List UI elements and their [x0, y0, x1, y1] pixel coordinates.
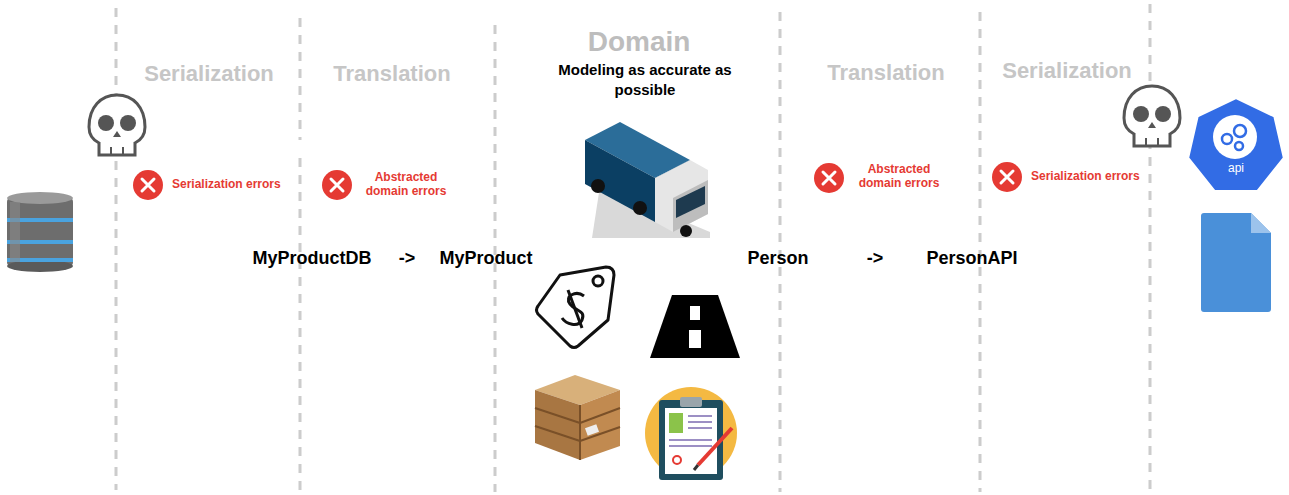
api-label: api [1186, 161, 1286, 175]
error-icon [133, 162, 1022, 200]
type-name: MyProductDB [252, 248, 371, 269]
arrow-text: -> [867, 248, 884, 269]
error-note: Serialization errors [1031, 170, 1140, 184]
document-icon [1201, 213, 1271, 312]
error-note: Serialization errors [172, 178, 281, 192]
api-badge: api [1186, 95, 1286, 195]
clipboard-icon [645, 387, 737, 480]
error-note: Abstracted domain errors [356, 171, 456, 199]
type-name: PersonAPI [926, 248, 1017, 269]
database-icon [7, 192, 73, 272]
skull-icon [89, 95, 145, 155]
type-name: MyProduct [439, 248, 532, 269]
error-note: Abstracted domain errors [849, 163, 949, 191]
price-tag-icon [537, 267, 615, 348]
type-name: Person [747, 248, 808, 269]
heptagon-outline [1186, 95, 1286, 195]
column-heading: Translation [827, 60, 944, 85]
truck-icon [585, 122, 710, 238]
skull-icon [1124, 86, 1180, 146]
column-heading: Serialization [1002, 58, 1132, 83]
arrow-text: -> [399, 248, 416, 269]
column-heading: Domain [588, 26, 691, 58]
column-heading: Translation [333, 61, 450, 86]
crate-icon [535, 375, 620, 460]
road-icon [650, 295, 740, 358]
column-dividers [116, 4, 1150, 492]
column-heading: Serialization [144, 61, 274, 86]
subtitle: Modeling as accurate as possible [545, 60, 745, 99]
